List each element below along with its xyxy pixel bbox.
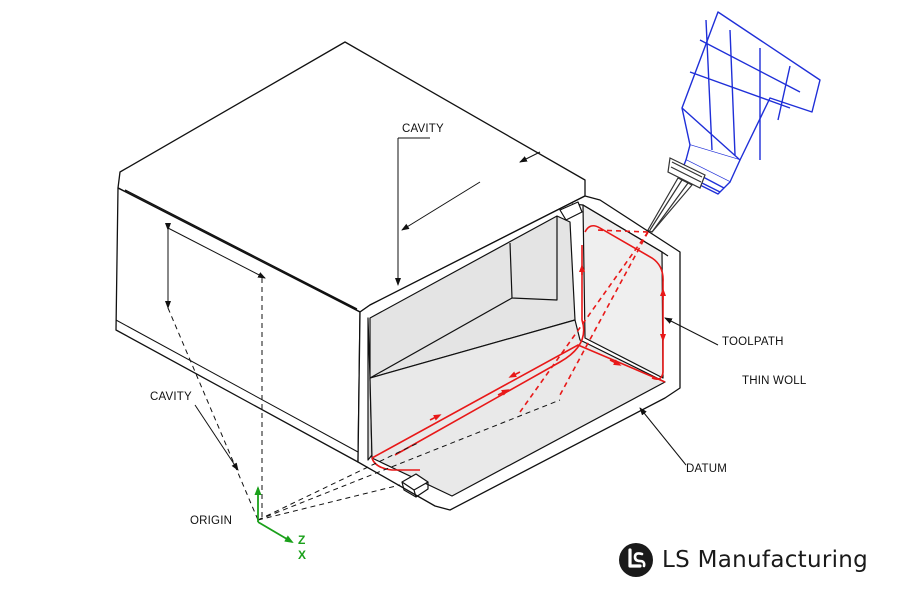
- label-thin-wall: THIN WOLL: [742, 375, 807, 387]
- axis-triad-icon: [254, 486, 294, 544]
- label-cavity-left: CAVITY: [150, 391, 192, 403]
- toolpath-floor-return: [394, 245, 585, 456]
- label-toolpath: TOOLPATH: [722, 336, 784, 348]
- brand-logo: LS Manufacturing: [618, 540, 868, 580]
- tool-shank: [647, 157, 706, 233]
- construction-lines: [167, 278, 561, 521]
- spindle-icon: [679, 11, 821, 195]
- label-cavity-top: CAVITY: [402, 123, 444, 135]
- ls-logo-icon: [619, 543, 653, 577]
- label-origin: ORIGIN: [190, 515, 232, 527]
- cavity-interior: [367, 201, 669, 498]
- axis-label-x: X: [298, 548, 306, 562]
- label-datum: DATUM: [686, 463, 727, 475]
- brand-name: LS Manufacturing: [662, 547, 869, 573]
- toolpath-lines: [371, 224, 666, 471]
- toolpath-wall-loop: [584, 224, 664, 380]
- toolpath-lead-in: [371, 457, 420, 471]
- leader-lines: [165, 137, 719, 471]
- axis-label-z: Z: [298, 533, 305, 547]
